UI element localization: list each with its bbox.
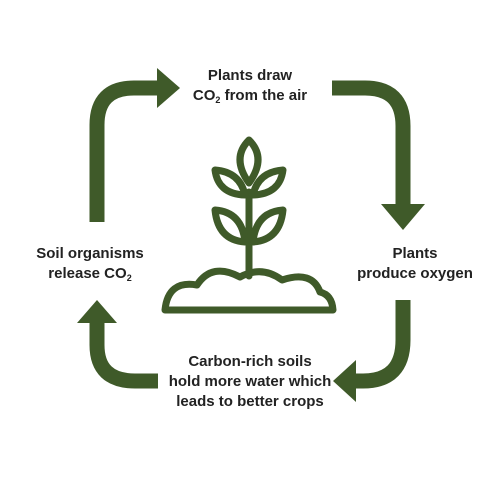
- arrowhead-right: [157, 68, 180, 108]
- label-left-line2-sub: 2: [126, 273, 132, 283]
- plant-bud-icon: [236, 136, 262, 187]
- leaf-lower-left-icon: [211, 206, 249, 246]
- leaf-lower-right-icon: [249, 206, 287, 246]
- label-carbon-rich-soils: Carbon-rich soils hold more water which …: [120, 352, 380, 412]
- cycle-arrows: [89, 80, 411, 389]
- plant-sprout-icon: [161, 136, 337, 314]
- label-bottom-line3: leads to better crops: [176, 393, 324, 410]
- arrow-heads: [77, 68, 425, 402]
- label-top-line2: CO2 from the air: [150, 86, 350, 106]
- arrowhead-left: [333, 360, 356, 402]
- arrow-left-to-top: [89, 80, 160, 222]
- label-bottom-line1: Carbon-rich soils: [188, 353, 312, 370]
- label-left-line2: release CO2: [10, 264, 170, 284]
- label-plants-draw-co2: Plants draw CO2 from the air: [150, 66, 350, 106]
- arrowhead-down: [381, 204, 425, 230]
- label-plants-produce-oxygen: Plants produce oxygen: [340, 244, 490, 284]
- label-left-line1: Soil organisms: [36, 245, 144, 262]
- arrowhead-up: [77, 300, 117, 323]
- label-top-line1: Plants draw: [207, 67, 293, 84]
- arrow-right-to-bottom: [352, 300, 411, 389]
- label-left-line2-pre: release CO: [48, 265, 127, 282]
- leaf-upper-right-icon: [249, 166, 287, 199]
- label-right-line2: produce oxygen: [357, 265, 473, 282]
- label-bottom-line2: hold more water which: [168, 373, 332, 390]
- label-top-line2-pre: CO: [192, 87, 216, 104]
- label-top-line2-post: from the air: [220, 87, 308, 104]
- label-right-line1: Plants: [392, 245, 438, 262]
- arrow-top-to-right: [332, 80, 411, 205]
- label-top-line2-sub: 2: [215, 95, 221, 105]
- soil-mound-icon: [161, 267, 337, 314]
- leaf-upper-left-icon: [211, 166, 249, 199]
- arrow-bottom-to-left: [89, 322, 158, 389]
- label-soil-organisms-release-co2: Soil organisms release CO2: [10, 244, 170, 284]
